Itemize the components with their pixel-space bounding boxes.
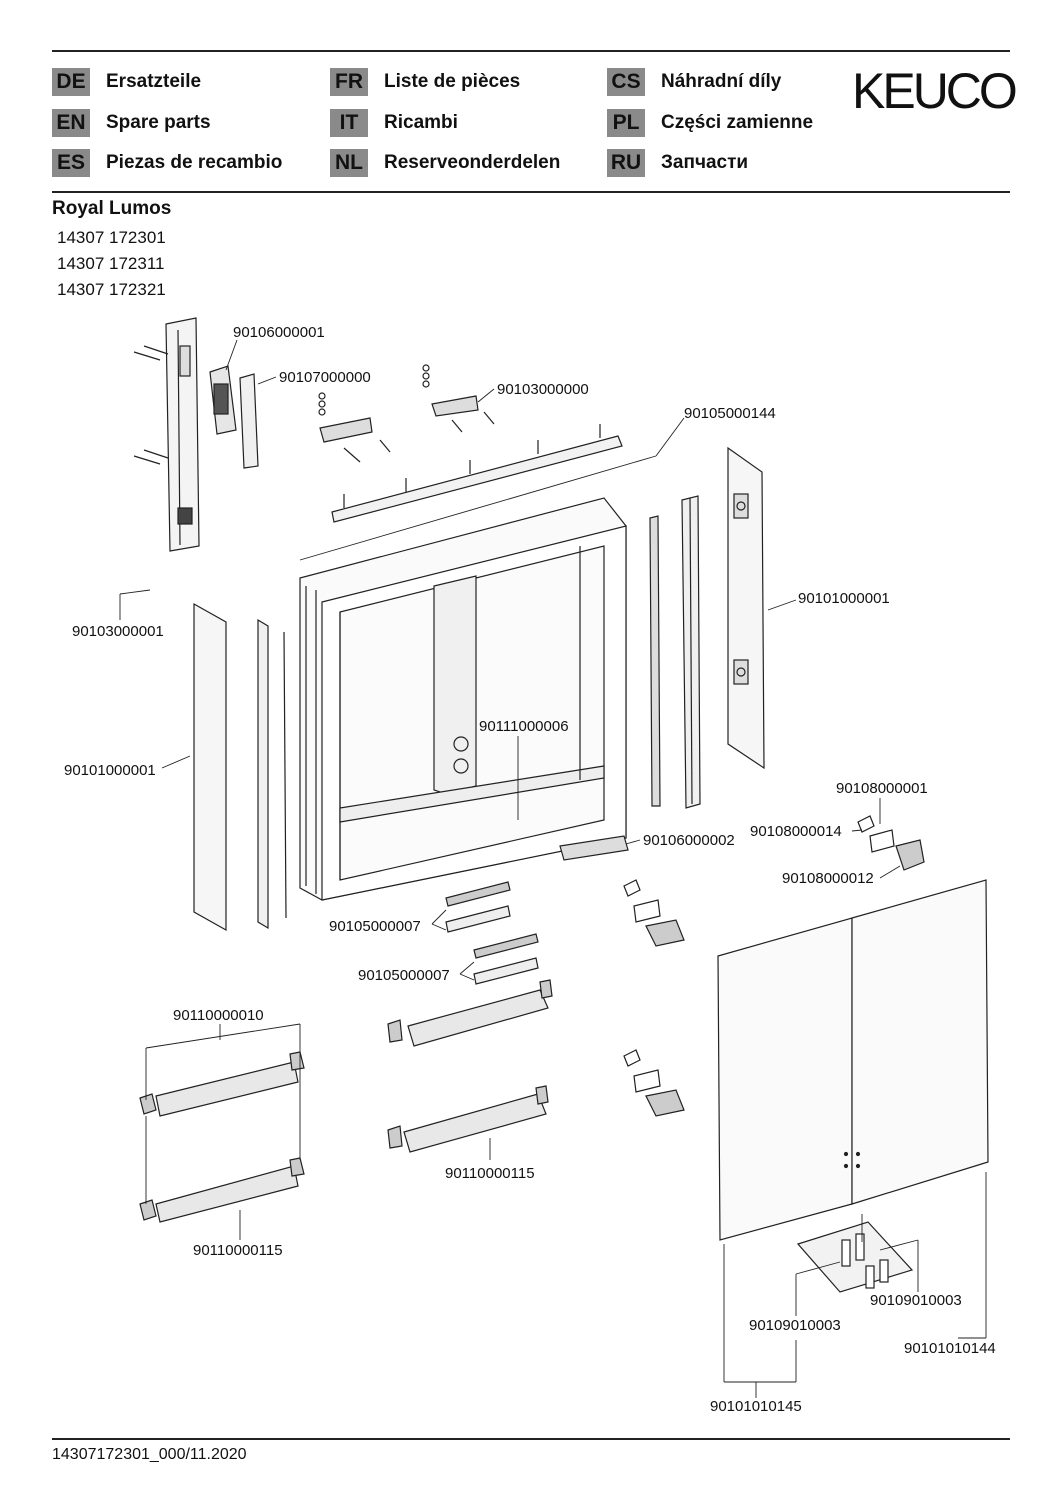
lang-code: EN	[52, 109, 90, 137]
lang-row-fr: FR Liste de pièces	[330, 67, 520, 97]
lang-label: Запчасти	[661, 152, 749, 173]
lang-row-nl: NL Reserveonderdelen	[330, 148, 560, 178]
side-mounting-profile	[133, 317, 200, 552]
part-label: 90101010145	[710, 1398, 802, 1415]
article-number: 14307 172311	[57, 254, 165, 273]
lang-row-pl: PL Części zamienne	[607, 108, 813, 138]
lang-row-ru: RU Запчасти	[607, 148, 748, 178]
part-label: 90103000000	[497, 381, 589, 398]
lang-label: Piezas de recambio	[106, 152, 283, 173]
lang-code: FR	[330, 68, 368, 96]
part-label: 90101000001	[64, 762, 156, 779]
glass-shelves	[139, 979, 553, 1223]
document-number: 14307172301_000/11.2020	[52, 1446, 247, 1463]
lang-row-cs: CS Náhradní díly	[607, 67, 781, 97]
lang-row-es: ES Piezas de recambio	[52, 148, 282, 178]
lang-row-de: DE Ersatzteile	[52, 67, 201, 97]
part-label: 90110000115	[445, 1165, 535, 1182]
footer-rule	[52, 1438, 1010, 1440]
top-trim-profile	[331, 424, 623, 523]
part-label: 90109010003	[870, 1292, 962, 1309]
article-number: 14307 172301	[57, 228, 166, 247]
part-label: 90105000144	[684, 405, 776, 422]
cabinet-body	[299, 497, 627, 901]
lang-code: NL	[330, 149, 368, 177]
part-number-labels: 90106000001 90107000000 90103000000 9010…	[64, 324, 996, 1415]
product-title: Royal Lumos	[52, 198, 172, 219]
lang-code: IT	[330, 109, 368, 137]
lang-code: RU	[607, 149, 645, 177]
part-label: 90103000001	[72, 623, 164, 640]
mirror-doors	[717, 879, 989, 1241]
lang-label: Ersatzteile	[106, 71, 202, 92]
part-label: 90110000115	[193, 1242, 283, 1259]
cover-strip	[239, 373, 259, 469]
part-label: 90101010144	[904, 1340, 996, 1357]
lang-label: Reserveonderdelen	[384, 152, 561, 173]
part-label: 90105000007	[329, 918, 421, 935]
shelf-holder-parts	[445, 881, 539, 985]
transformer-box	[209, 365, 237, 435]
right-mirror-panel	[727, 446, 765, 770]
part-label: 90107000000	[279, 369, 371, 386]
lang-row-it: IT Ricambi	[330, 108, 458, 138]
lang-label: Náhradní díly	[661, 71, 782, 92]
top-rule	[52, 50, 1010, 52]
lang-code: DE	[52, 68, 90, 96]
header-rule	[52, 191, 1010, 193]
part-label: 90110000010	[173, 1007, 264, 1024]
keuco-logo: KEUCO	[852, 63, 1018, 119]
door-hinge-set	[796, 1221, 914, 1293]
lang-label: Części zamienne	[661, 112, 814, 133]
part-label: 90101000001	[798, 590, 890, 607]
lang-label: Spare parts	[106, 112, 211, 133]
part-label: 90108000014	[750, 823, 842, 840]
hinge-brackets	[318, 364, 495, 463]
lang-code: CS	[607, 68, 645, 96]
part-label: 90111000006	[479, 718, 569, 735]
part-label: 90109010003	[749, 1317, 841, 1334]
part-label: 90108000001	[836, 780, 928, 797]
left-mirror-panel	[193, 602, 287, 932]
leader-lines	[119, 339, 987, 1398]
connector-block	[559, 835, 629, 861]
lang-row-en: EN Spare parts	[52, 108, 211, 138]
part-label: 90106000002	[643, 832, 735, 849]
lang-label: Ricambi	[384, 112, 458, 133]
part-label: 90108000012	[782, 870, 874, 887]
part-label: 90105000007	[358, 967, 450, 984]
lang-code: ES	[52, 149, 90, 177]
lang-label: Liste de pièces	[384, 71, 521, 92]
lang-code: PL	[607, 109, 645, 137]
article-number: 14307 172321	[57, 280, 166, 299]
part-label: 90106000001	[233, 324, 325, 341]
right-side-profile	[649, 495, 701, 809]
door-hinge-clips	[623, 815, 925, 1117]
